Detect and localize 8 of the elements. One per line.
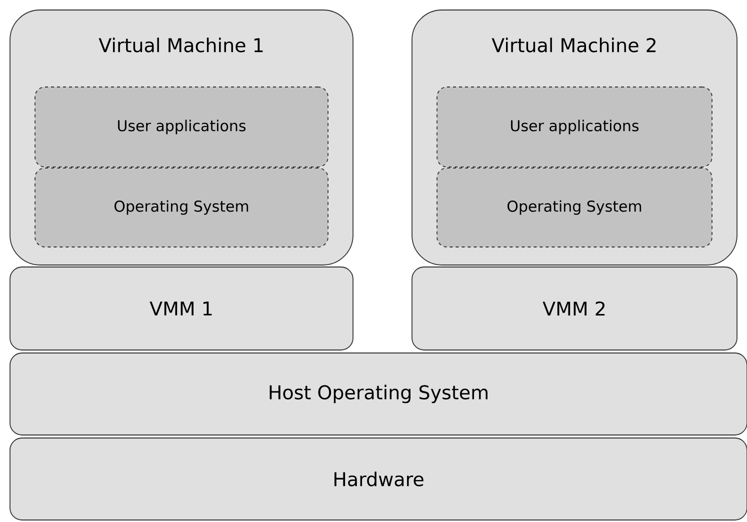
layer-box: VMM 1 bbox=[10, 266, 354, 350]
layer-box: Operating System bbox=[34, 168, 328, 248]
layer-box: User applications bbox=[34, 86, 328, 168]
layer-box: Host Operating System bbox=[10, 352, 747, 436]
layer-box: VMM 2 bbox=[412, 266, 738, 350]
layer-box: Hardware bbox=[10, 438, 747, 520]
layer-box: User applications bbox=[436, 86, 712, 168]
layer-box: Operating System bbox=[436, 168, 712, 248]
